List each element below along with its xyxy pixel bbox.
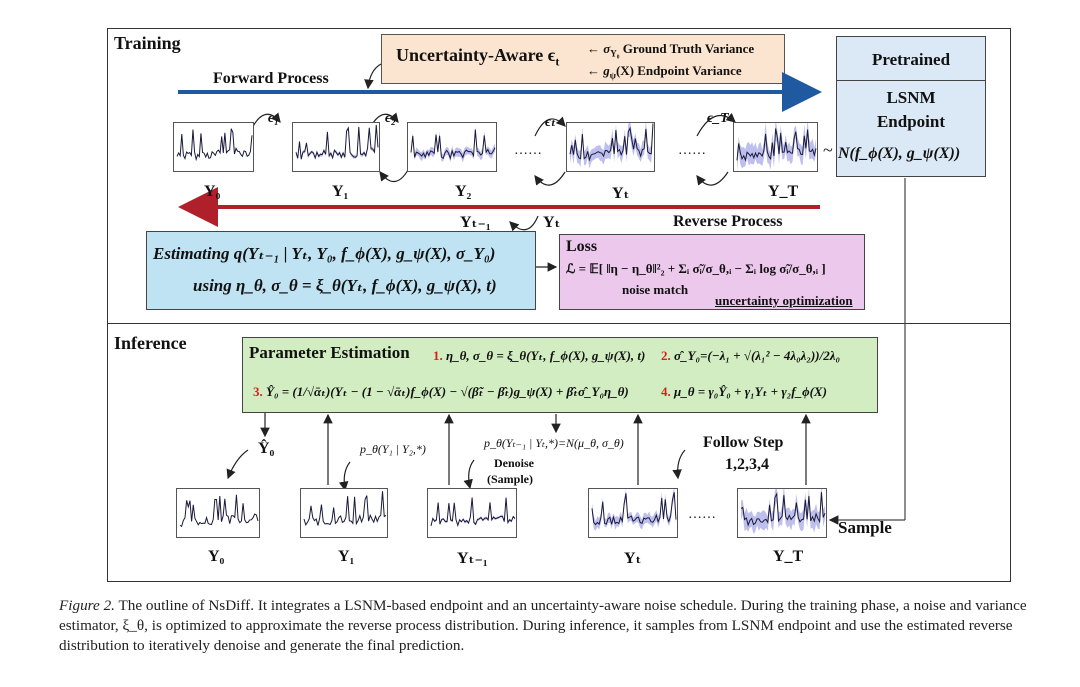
training-label-y2: Y₂: [455, 183, 472, 200]
loss-box: Loss ℒ = 𝔼[ ‖η − η_θ‖²₂ + Σᵢ σ̃ᵢ/σ_θ,ᵢ −…: [559, 234, 865, 310]
param-step4: 4. μ_θ = γ₀Ŷ₀ + γ₁Yₜ + γ₂f_ϕ(X): [661, 384, 827, 399]
inference-label: Inference: [114, 333, 187, 353]
loss-formula: ℒ = 𝔼[ ‖η − η_θ‖²₂ + Σᵢ σ̃ᵢ/σ_θ,ᵢ − Σᵢ l…: [566, 261, 826, 276]
series-line: [303, 491, 387, 526]
param-title: Parameter Estimation: [249, 343, 410, 362]
training-series-yT: [733, 122, 818, 172]
training-series-y1: [292, 122, 380, 172]
p-yt-label: p_θ(Yₜ₋₁ | Yₜ,*)=N(μ_θ, σ_θ): [484, 436, 624, 450]
param-step2: 2. σ̂_Y₀=(−λ₁ + √(λ₁² − 4λ₀λ₂))/2λ₀: [661, 348, 841, 363]
series-line: [179, 494, 259, 528]
endpoint-label: Endpoint: [876, 112, 946, 131]
uncertainty-band: [411, 126, 495, 163]
inference-series-yt-1: [427, 488, 517, 538]
uncertainty-aware-box: Uncertainty-Aware ϵt ← σY₀ Ground Truth …: [381, 34, 785, 84]
reverse-pair-right: Yₜ: [543, 214, 561, 231]
series-line: [736, 128, 817, 162]
endpoint-distribution: N(f_ϕ(X), g_ψ(X)): [838, 145, 961, 162]
epsilon-2-label: ϵ₂: [385, 111, 396, 126]
reverse-process-label: Reverse Process: [673, 213, 783, 230]
uncertainty-band: [592, 489, 676, 531]
pretrained-box: [836, 36, 986, 177]
training-label-y0: Y₀: [204, 183, 221, 200]
uncertainty-band: [431, 496, 515, 528]
training-series-y2: [407, 122, 497, 172]
section-divider: [107, 323, 1011, 324]
series-line: [591, 492, 677, 526]
loss-noise-match: noise match: [622, 282, 689, 297]
estimating-line1: Estimating q(Yₜ₋₁ | Yₜ, Y₀, f_ϕ(X), g_ψ(…: [153, 244, 496, 263]
reverse-pair-left: Yₜ₋₁: [460, 214, 491, 231]
training-series-yt: [566, 122, 655, 172]
y0-hat-label: Ŷ₀: [258, 440, 275, 457]
parameter-estimation-box: Parameter Estimation 1. η_θ, σ_θ = ξ_θ(Y…: [242, 337, 878, 413]
epsilon-T-label: ϵ_T: [707, 111, 729, 126]
inference-series-yt: [588, 488, 678, 538]
ground-truth-variance: ← σY₀ Ground Truth Variance: [587, 41, 755, 59]
sample-paren-label: (Sample): [487, 472, 533, 486]
training-dots-2: ……: [678, 143, 706, 158]
sample-label: Sample: [838, 518, 892, 537]
param-step1: 1. η_θ, σ_θ = ξ_θ(Yₜ, f_ϕ(X), g_ψ(X), t): [433, 348, 646, 363]
training-label-yt: Yₜ: [612, 185, 630, 202]
training-label: Training: [114, 33, 181, 53]
training-label-y1: Y₁: [332, 183, 349, 200]
inference-series-y1: [300, 488, 388, 538]
pretrained-divider: [836, 80, 986, 81]
loss-title: Loss: [566, 238, 598, 255]
training-dots-1: ……: [514, 143, 542, 158]
loss-uncertainty-optimization: uncertainty optimization: [715, 293, 853, 308]
figure-frame: [107, 28, 1011, 582]
epsilon-1-label: ϵ₁: [268, 111, 279, 126]
follow-step-label: Follow Step: [703, 434, 784, 451]
series-line: [295, 124, 379, 160]
denoise-label: Denoise: [494, 456, 534, 470]
inference-label-y0: Y₀: [208, 548, 225, 565]
inference-label-yt: Yₜ: [624, 550, 642, 567]
inference-dots: ……: [688, 507, 716, 522]
inference-label-yt-1: Yₜ₋₁: [457, 550, 488, 567]
distribution-tilde: ~: [823, 140, 833, 160]
inference-series-y0: [176, 488, 260, 538]
lsnm-label: LSNM: [886, 88, 936, 107]
series-line: [430, 497, 516, 527]
pretrained-title: Pretrained: [871, 50, 951, 69]
training-label-yT: Y_T: [768, 183, 799, 200]
inference-label-y1: Y₁: [338, 548, 355, 565]
estimating-line2: using η_θ, σ_θ = ξ_θ(Yₜ, f_ϕ(X), g_ψ(X),…: [193, 276, 497, 295]
uncertainty-title: Uncertainty-Aware ϵt: [396, 45, 560, 69]
epsilon-t-label: ϵₜ: [545, 115, 557, 130]
series-line: [176, 128, 253, 162]
forward-process-label: Forward Process: [213, 70, 329, 87]
endpoint-variance: ← gψ(X) Endpoint Variance: [587, 63, 742, 81]
follow-step-numbers: 1,2,3,4: [725, 456, 769, 473]
series-line: [740, 491, 826, 527]
param-step3: 3. Ŷ₀ = (1/√ᾱₜ)(Yₜ − (1 − √ᾱₜ)f_ϕ(X) − √…: [253, 384, 629, 399]
estimating-box: Estimating q(Yₜ₋₁ | Yₜ, Y₀, f_ϕ(X), g_ψ(…: [146, 231, 536, 310]
p-y1-label: p_θ(Y₁ | Y₂,*): [360, 442, 426, 456]
series-line: [569, 123, 654, 162]
figure-caption: Figure 2. The outline of NsDiff. It inte…: [59, 597, 1027, 654]
inference-label-yT: Y_T: [773, 548, 804, 565]
series-line: [410, 129, 496, 161]
uncertainty-band: [741, 489, 825, 535]
training-series-y0: [173, 122, 254, 172]
inference-series-yT: [737, 488, 827, 538]
